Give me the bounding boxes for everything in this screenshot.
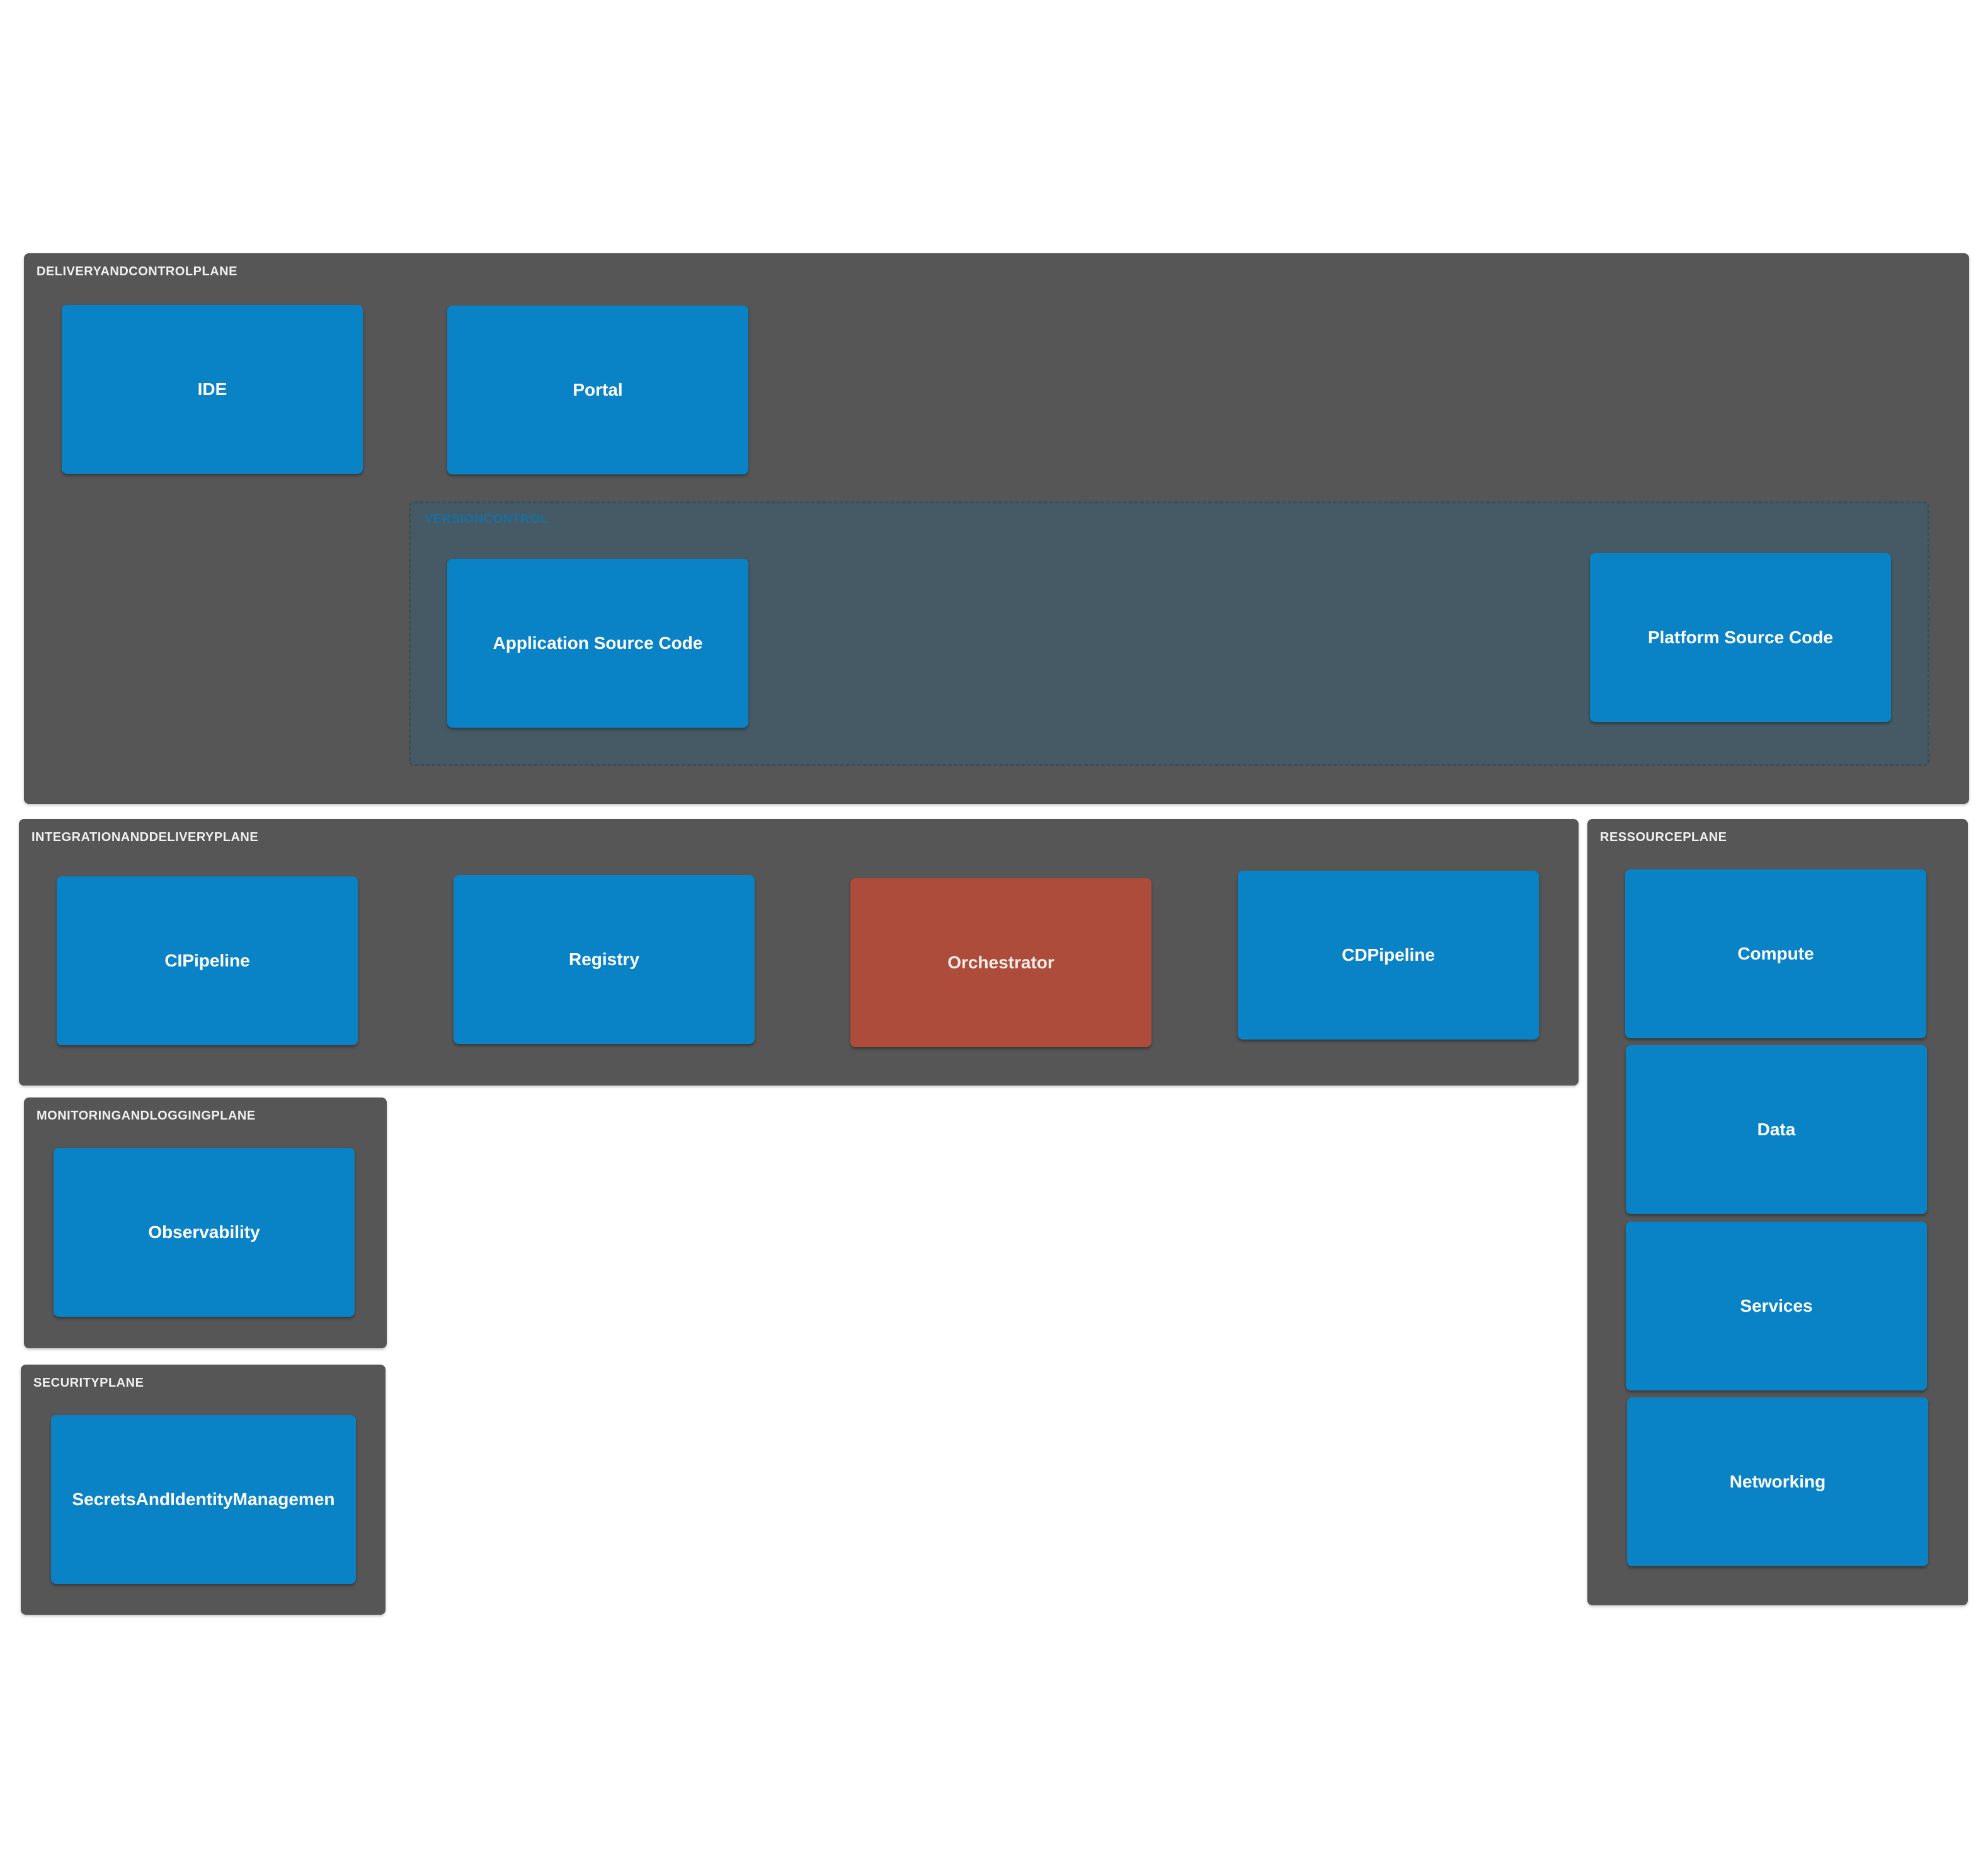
observability-node[interactable]: Observability xyxy=(54,1148,355,1317)
integration-and-delivery-plane: INTEGRATIONANDDELIVERYPLANE CIPipeline R… xyxy=(19,819,1579,1086)
resource-plane: RESSOURCEPLANE Compute Data Services Net… xyxy=(1587,819,1968,1605)
plane-label: MONITORINGANDLOGGINGPLANE xyxy=(37,1109,256,1123)
plane-label: INTEGRATIONANDDELIVERYPLANE xyxy=(31,830,259,844)
delivery-and-control-plane: DELIVERYANDCONTROLPLANE IDE Portal VERSI… xyxy=(24,253,1969,804)
orchestrator-node[interactable]: Orchestrator xyxy=(850,878,1151,1047)
plane-label: SECURITYPLANE xyxy=(33,1376,144,1390)
registry-node[interactable]: Registry xyxy=(454,875,755,1044)
plane-label: RESSOURCEPLANE xyxy=(1600,830,1727,844)
plane-label: DELIVERYANDCONTROLPLANE xyxy=(37,265,237,278)
version-control-group: VERSIONCONTROL Application Source Code P… xyxy=(409,501,1929,766)
application-source-code-node[interactable]: Application Source Code xyxy=(447,559,748,728)
secrets-and-identity-management-node[interactable]: SecretsAndIdentityManagemen xyxy=(51,1415,356,1584)
services-node[interactable]: Services xyxy=(1626,1222,1927,1390)
security-plane: SECURITYPLANE SecretsAndIdentityManageme… xyxy=(21,1365,386,1615)
monitoring-and-logging-plane: MONITORINGANDLOGGINGPLANE Observability xyxy=(24,1097,387,1348)
group-label: VERSIONCONTROL xyxy=(425,512,548,526)
networking-node[interactable]: Networking xyxy=(1627,1397,1928,1566)
data-node[interactable]: Data xyxy=(1626,1045,1927,1214)
ide-node[interactable]: IDE xyxy=(62,305,363,474)
portal-node[interactable]: Portal xyxy=(447,306,748,474)
cd-pipeline-node[interactable]: CDPipeline xyxy=(1238,871,1539,1040)
platform-source-code-node[interactable]: Platform Source Code xyxy=(1590,553,1891,722)
ci-pipeline-node[interactable]: CIPipeline xyxy=(57,876,358,1045)
compute-node[interactable]: Compute xyxy=(1625,869,1926,1038)
